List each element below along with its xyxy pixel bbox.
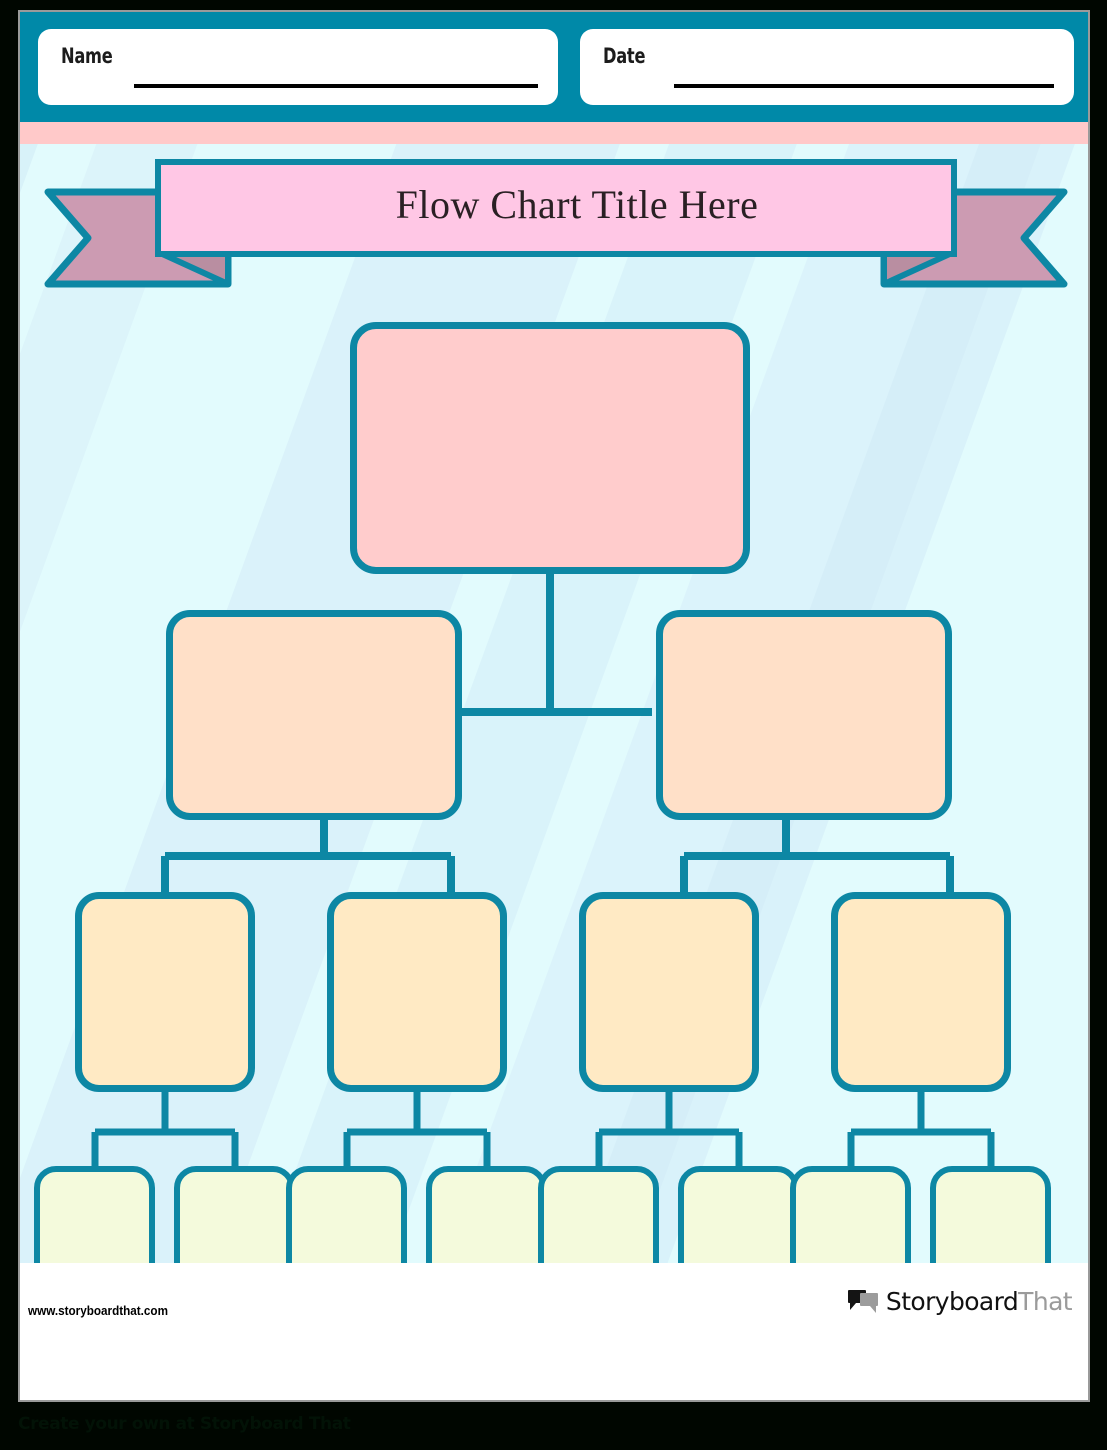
flow-node-level4-6[interactable] (678, 1166, 799, 1263)
flow-node-level3-3[interactable] (579, 892, 759, 1092)
flow-node-level3-1[interactable] (75, 892, 255, 1092)
ribbon-center-panel (155, 159, 957, 257)
header-bar: Name Date (20, 12, 1088, 122)
flow-node-level3-4[interactable] (831, 892, 1011, 1092)
speech-bubbles-icon (847, 1290, 878, 1313)
worksheet-body: Flow Chart Title Here (20, 144, 1088, 1263)
flow-node-level4-7[interactable] (790, 1166, 911, 1263)
flow-node-level4-3[interactable] (286, 1166, 407, 1263)
flow-node-level4-5[interactable] (538, 1166, 659, 1263)
flow-chart-connectors (91, 574, 995, 1166)
date-field-card[interactable]: Date (580, 29, 1074, 105)
name-label: Name (61, 44, 113, 68)
flow-node-level4-1[interactable] (34, 1166, 155, 1263)
flow-node-level3-2[interactable] (327, 892, 507, 1092)
logo-text-primary: Storyboard (885, 1287, 1019, 1316)
flow-node-level4-4[interactable] (426, 1166, 547, 1263)
logo-wordmark: StoryboardThat (885, 1287, 1073, 1316)
worksheet-page: Name Date (18, 10, 1090, 1402)
storyboardthat-logo[interactable]: StoryboardThat (847, 1287, 1073, 1316)
footer-bar: www.storyboardthat.com StoryboardThat (20, 1263, 1088, 1400)
banner-ribbon-shape (44, 159, 1068, 288)
date-label: Date (603, 44, 646, 68)
title-banner: Flow Chart Title Here (42, 158, 1070, 296)
flow-node-level4-8[interactable] (930, 1166, 1051, 1263)
flow-chart-title: Flow Chart Title Here (395, 182, 759, 227)
flow-node-level1-1[interactable] (350, 322, 750, 574)
footer-website-url[interactable]: www.storyboardthat.com (28, 1303, 168, 1318)
flow-node-level2-1[interactable] (166, 610, 462, 820)
flow-chart (20, 144, 1088, 1263)
create-your-own-caption: Create your own at Storyboard That (18, 1414, 351, 1434)
flow-node-level4-2[interactable] (174, 1166, 295, 1263)
pink-divider-strip (20, 122, 1088, 144)
date-write-line[interactable] (674, 84, 1054, 88)
name-write-line[interactable] (134, 84, 538, 88)
logo-text-secondary: That (1018, 1287, 1072, 1316)
flow-node-level2-2[interactable] (656, 610, 952, 820)
name-field-card[interactable]: Name (38, 29, 558, 105)
